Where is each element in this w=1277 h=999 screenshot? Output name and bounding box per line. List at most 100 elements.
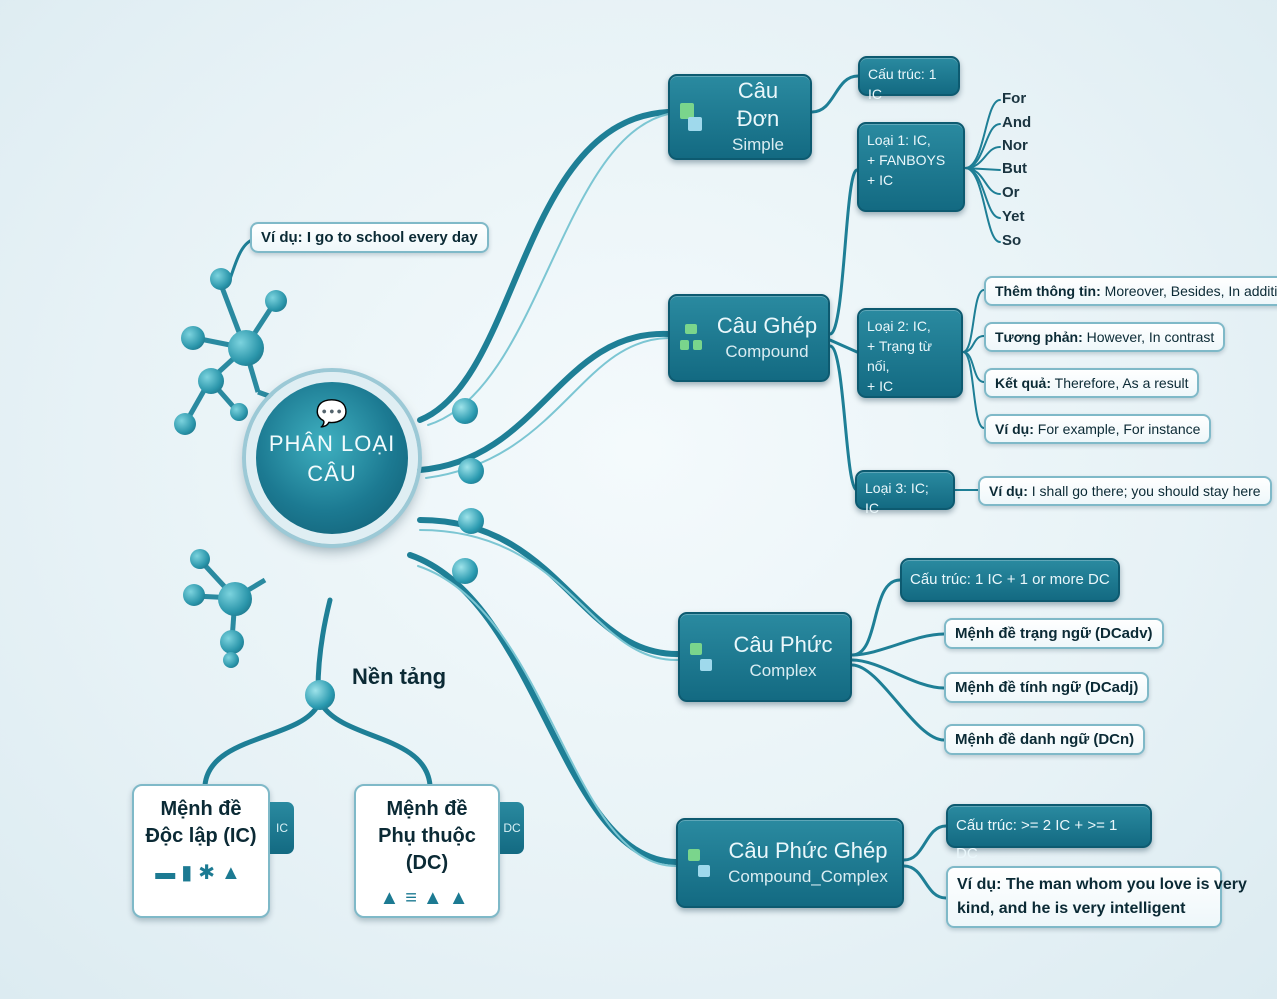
link-independent bbox=[202, 702, 321, 788]
independent-line2: Độc lập (IC) bbox=[145, 825, 257, 847]
molecule-atom bbox=[218, 582, 252, 616]
adverb-values: Moreover, Besides, In addition bbox=[1100, 283, 1277, 299]
link-dependent bbox=[319, 702, 433, 788]
complex-vi: Câu Phức bbox=[733, 632, 833, 657]
molecule-atom bbox=[210, 268, 232, 290]
dependent-line2: Phụ thuộc (DC) bbox=[378, 825, 476, 874]
adverb-values: Therefore, As a result bbox=[1051, 375, 1189, 391]
link-type3 bbox=[828, 344, 859, 492]
link-fanboys bbox=[964, 99, 1001, 243]
simple-icon bbox=[680, 103, 702, 131]
compound-vi: Câu Ghép bbox=[716, 313, 818, 338]
complex-structure[interactable]: Cấu trúc: 1 IC + 1 or more DC bbox=[900, 558, 1120, 602]
cc-vi: Câu Phức Ghép bbox=[728, 838, 888, 863]
fanboys-yet: Yet bbox=[1002, 208, 1025, 225]
hub-title-line1: PHÂN LOẠI bbox=[268, 431, 396, 456]
link-simple bbox=[417, 109, 671, 423]
fanboys-but: But bbox=[1002, 160, 1027, 177]
molecule-atom bbox=[183, 584, 205, 606]
adverb-example: Ví dụ: For example, For instance bbox=[984, 414, 1212, 444]
example-line1: The man whom you love is very bbox=[1001, 876, 1247, 893]
molecule-atom bbox=[228, 330, 264, 366]
molecule-atom bbox=[190, 549, 210, 569]
molecule-atom bbox=[230, 403, 248, 421]
compound-icon bbox=[680, 324, 702, 352]
type1-line1: Loại 1: IC, bbox=[867, 132, 931, 148]
clause-icons: ▬▮✱▲ bbox=[155, 862, 247, 884]
type2-line3: + IC bbox=[867, 378, 894, 394]
link-foundation bbox=[315, 597, 333, 693]
ic-tab: IC bbox=[270, 802, 294, 854]
type3-example: Ví dụ: I shall go there; you should stay… bbox=[978, 476, 1272, 506]
example-key: Ví dụ: bbox=[957, 876, 1002, 893]
adverb-key: Tương phản: bbox=[995, 329, 1083, 345]
chat-bubble-icon: 💬 bbox=[315, 398, 349, 428]
foundation-example: Ví dụ: I go to school every day bbox=[250, 222, 489, 253]
compound-sentence-node[interactable]: Câu Ghép Compound bbox=[668, 294, 830, 382]
example-key: Ví dụ: bbox=[989, 483, 1028, 499]
type2-line2: + Trạng từ nối, bbox=[867, 338, 933, 374]
simple-en: Simple bbox=[732, 135, 784, 154]
example-line2: kind, and he is very intelligent bbox=[957, 900, 1186, 917]
molecule-atom bbox=[265, 290, 287, 312]
adverb-contrast: Tương phản: However, In contrast bbox=[984, 322, 1226, 352]
compound-type1[interactable]: Loại 1: IC, + FANBOYS + IC bbox=[857, 122, 965, 212]
link-compound-complex-glow bbox=[417, 565, 677, 867]
complex-icon bbox=[690, 643, 712, 671]
link-adverbs bbox=[962, 289, 985, 429]
dc-tab: DC bbox=[500, 802, 524, 854]
cc-structure[interactable]: Cấu trúc: >= 2 IC + >= 1 DC bbox=[946, 804, 1152, 862]
clause-adjective: Mệnh đề tính ngữ (DCadj) bbox=[944, 672, 1150, 703]
link-type2 bbox=[828, 338, 859, 354]
complex-sentence-node[interactable]: Câu Phức Complex bbox=[678, 612, 852, 702]
simple-vi: Câu Đơn bbox=[736, 78, 780, 131]
cc-example: Ví dụ: The man whom you love is very kin… bbox=[946, 866, 1247, 928]
compound-type2[interactable]: Loại 2: IC, + Trạng từ nối, + IC bbox=[857, 308, 963, 398]
foundation-label: Nền tảng bbox=[352, 664, 447, 689]
molecule-atom bbox=[174, 413, 196, 435]
dependent-clause-card[interactable]: Mệnh đề Phụ thuộc (DC) ▲≡▲▲ bbox=[354, 784, 500, 918]
complex-en: Complex bbox=[749, 661, 817, 680]
dependent-line1: Mệnh đề bbox=[386, 798, 468, 820]
adverb-add-info: Thêm thông tin: Moreover, Besides, In ad… bbox=[984, 276, 1277, 306]
fanboys-nor: Nor bbox=[1002, 137, 1028, 154]
hub-title-line2: CÂU bbox=[307, 461, 357, 486]
cc-en: Compound_Complex bbox=[728, 867, 888, 886]
molecule-atom bbox=[181, 326, 205, 350]
adverb-key: Kết quả: bbox=[995, 375, 1051, 391]
adverb-result: Kết quả: Therefore, As a result bbox=[984, 368, 1200, 398]
fanboys-or: Or bbox=[1002, 184, 1020, 201]
branch-node bbox=[458, 508, 484, 534]
hub-node[interactable]: 💬 PHÂN LOẠI CÂU bbox=[246, 372, 418, 544]
molecule-atom bbox=[198, 368, 224, 394]
type2-line1: Loại 2: IC, bbox=[867, 318, 931, 334]
link-complex-children bbox=[850, 578, 946, 742]
type1-line2: + FANBOYS bbox=[867, 152, 946, 168]
independent-line1: Mệnh đề bbox=[160, 798, 242, 820]
compound-complex-node[interactable]: Câu Phức Ghép Compound_Complex bbox=[676, 818, 904, 908]
link-type1 bbox=[828, 168, 859, 336]
link-simple-structure bbox=[810, 74, 860, 114]
branch-node bbox=[458, 458, 484, 484]
compound-type3[interactable]: Loại 3: IC; IC bbox=[855, 470, 955, 516]
independent-clause-card[interactable]: Mệnh đề Độc lập (IC) ▬▮✱▲ bbox=[132, 784, 270, 918]
adverb-key: Ví dụ: bbox=[995, 421, 1034, 437]
simple-sentence-node[interactable]: Câu Đơn Simple bbox=[668, 74, 812, 160]
foundation-node bbox=[305, 680, 335, 710]
link-complex-glow bbox=[419, 529, 679, 662]
compound-complex-icon bbox=[688, 849, 710, 877]
compound-en: Compound bbox=[725, 342, 809, 361]
adverb-key: Thêm thông tin: bbox=[995, 283, 1101, 299]
clause-icons: ▲≡▲▲ bbox=[379, 887, 475, 909]
molecule-atom bbox=[223, 652, 239, 668]
molecule-atom bbox=[220, 630, 244, 654]
clause-adverbial: Mệnh đề trạng ngữ (DCadv) bbox=[944, 618, 1164, 649]
adverb-values: For example, For instance bbox=[1033, 421, 1201, 437]
clause-noun: Mệnh đề danh ngữ (DCn) bbox=[944, 724, 1146, 755]
fanboys-for: For bbox=[1002, 90, 1027, 107]
adverb-values: However, In contrast bbox=[1082, 329, 1215, 345]
simple-structure[interactable]: Cấu trúc: 1 IC bbox=[858, 56, 960, 102]
fanboys-so: So bbox=[1002, 232, 1022, 249]
branch-node bbox=[452, 398, 478, 424]
